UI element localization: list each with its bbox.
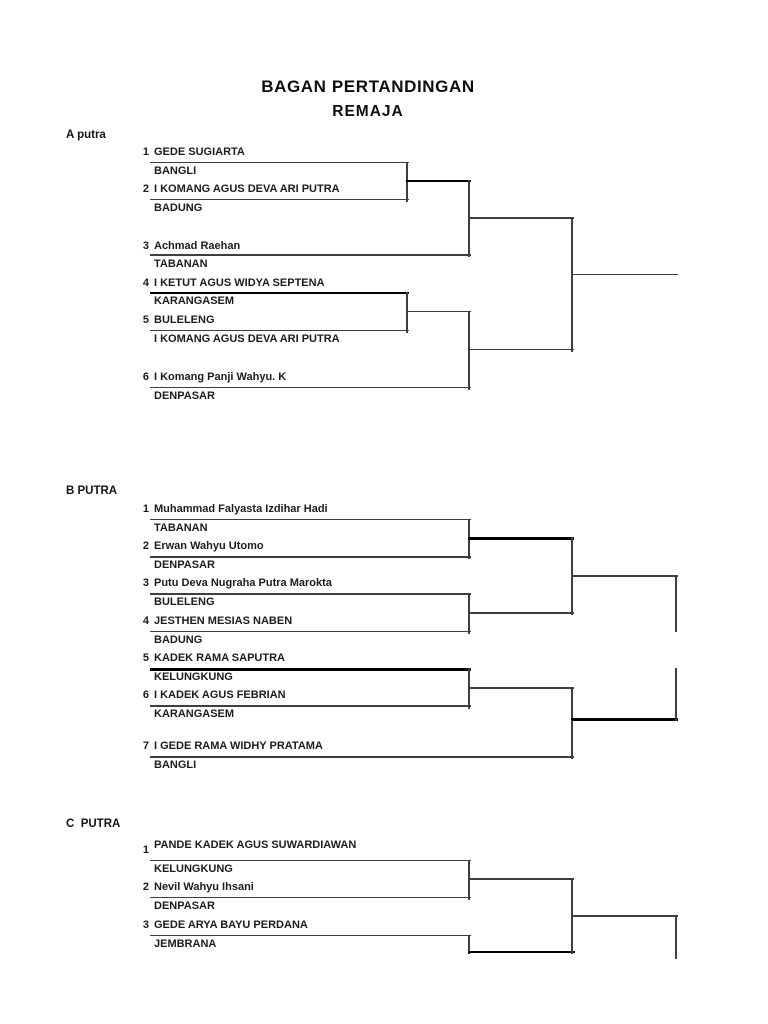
entry-underline <box>150 254 471 256</box>
entry-region: KARANGASEM <box>154 295 235 307</box>
entry-name: I KADEK AGUS FEBRIAN <box>154 689 286 702</box>
bracket-line-h <box>571 915 678 917</box>
bracket-line-v <box>675 668 677 721</box>
section-header: C PUTRA <box>66 817 121 830</box>
entry-underline <box>150 518 471 521</box>
section-header: B PUTRA <box>66 485 118 497</box>
entry-region: JEMBRANA <box>154 937 217 950</box>
entry-underline <box>150 556 471 558</box>
entry-name: Achmad Raehan <box>154 239 241 252</box>
bracket-line-h <box>406 179 471 183</box>
section-header: A putra <box>66 128 106 141</box>
bracket-line-h <box>571 273 678 276</box>
bracket-line-h <box>468 537 574 540</box>
bracket-line-h <box>571 717 678 721</box>
entry-underline <box>150 896 471 899</box>
entry-number: 5 <box>142 313 149 326</box>
entry-name: I KETUT AGUS WIDYA SEPTENA <box>154 276 325 289</box>
entry-region: KELUNGKUNG <box>154 670 233 683</box>
entry-name: KADEK RAMA SAPUTRA <box>154 652 285 664</box>
bracket-line-v <box>571 687 573 760</box>
entry-underline <box>150 198 409 201</box>
bracket-line-v <box>675 915 677 959</box>
entry-number: 5 <box>142 652 149 664</box>
entry-underline <box>150 859 471 862</box>
entry-number: 1 <box>142 502 149 515</box>
entry-underline <box>150 934 471 937</box>
entry-name: Muhammad Falyasta Izdihar Hadi <box>154 502 328 515</box>
entry-number: 4 <box>142 614 149 627</box>
entry-number: 1 <box>142 844 149 856</box>
entry-number: 3 <box>142 918 149 931</box>
bracket-line-h <box>468 950 575 954</box>
entry-region: KARANGASEM <box>154 707 235 718</box>
entry-name: GEDE ARYA BAYU PERDANA <box>154 918 308 931</box>
entry-number: 6 <box>142 689 149 702</box>
entry-number: 1 <box>142 145 149 158</box>
entry-name: I KOMANG AGUS DEVA ARI PUTRA <box>154 182 340 195</box>
entry-name: PANDE KADEK AGUS SUWARDIAWAN <box>154 839 357 851</box>
entry-underline <box>150 386 471 389</box>
entry-name: BULELENG <box>154 313 215 326</box>
entry-number: 6 <box>142 370 149 383</box>
bracket-line-v <box>468 934 470 954</box>
entry-region: TABANAN <box>154 521 208 534</box>
entry-number: 3 <box>142 577 149 590</box>
entry-number: 2 <box>142 880 149 893</box>
entry-name: Putu Deva Nugraha Putra Marokta <box>154 577 332 590</box>
entry-region-clipped: KARANGASEM <box>154 708 354 718</box>
entry-region: DENPASAR <box>154 558 215 571</box>
entry-name: Erwan Wahyu Utomo <box>154 540 264 552</box>
entry-number: 4 <box>142 276 149 289</box>
entry-region: BANGLI <box>154 164 197 177</box>
entry-underline <box>150 756 574 758</box>
entry-name: I GEDE RAMA WIDHY PRATAMA <box>154 740 323 752</box>
bracket-line-h <box>468 348 574 351</box>
bracket-line-h <box>468 878 574 880</box>
entry-number: 7 <box>142 740 149 752</box>
entry-name: JESTHEN MESIAS NABEN <box>154 614 293 627</box>
entry-number: 2 <box>142 540 149 552</box>
entry-underline <box>150 291 409 295</box>
bracket-line-h <box>468 217 574 219</box>
entry-underline <box>150 593 471 595</box>
bracket-line-v <box>571 217 573 352</box>
entry-underline <box>150 329 409 332</box>
entry-region: DENPASAR <box>154 390 215 402</box>
entry-region: BULELENG <box>154 596 215 609</box>
bracket-line-h <box>406 310 471 313</box>
bracket-line-v <box>468 593 470 634</box>
bracket-line-h <box>468 687 574 689</box>
bracket-line-h <box>571 575 678 577</box>
entry-region: DENPASAR <box>154 899 215 912</box>
entry-number: 3 <box>142 239 149 252</box>
entry-region: I KOMANG AGUS DEVA ARI PUTRA <box>154 332 340 345</box>
entry-underline <box>150 705 471 707</box>
entry-region: BANGLI <box>154 759 197 771</box>
entry-region: BADUNG <box>154 633 203 646</box>
entry-region: BADUNG <box>154 202 203 214</box>
entry-underline <box>150 161 409 164</box>
entry-underline <box>150 630 471 633</box>
entry-underline <box>150 668 471 671</box>
entry-region: KELUNGKUNG <box>154 862 233 875</box>
entry-name: GEDE SUGIARTA <box>154 145 245 158</box>
entry-number: 2 <box>142 182 149 195</box>
entry-region: TABANAN <box>154 257 208 270</box>
entry-name: Nevil Wahyu Ihsani <box>154 880 254 893</box>
bracket-line-v <box>675 575 677 632</box>
page-title: BAGAN PERTANDINGAN <box>261 77 475 96</box>
page-subtitle: REMAJA <box>332 103 404 120</box>
bracket-line-h <box>468 612 574 614</box>
entry-name: I Komang Panji Wahyu. K <box>154 370 287 383</box>
